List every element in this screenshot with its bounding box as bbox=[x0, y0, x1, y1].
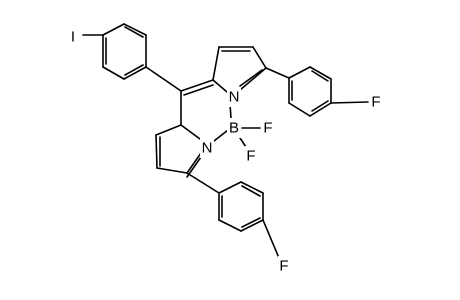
nitrogen-upper-label-mask bbox=[227, 87, 241, 107]
bond-line bbox=[212, 79, 228, 93]
bond-line bbox=[123, 23, 147, 36]
bond-line bbox=[183, 84, 214, 96]
bond-line bbox=[265, 67, 290, 79]
nitrogen-lower-label-mask bbox=[200, 138, 214, 158]
bond-line bbox=[156, 167, 188, 174]
iodine-atom-label: I bbox=[71, 29, 75, 46]
bond-line bbox=[186, 152, 202, 174]
atom-label-layer: I N N B F F F F bbox=[67, 27, 383, 276]
bond-line bbox=[102, 66, 125, 80]
fluorine-upper-phenyl-label-mask bbox=[370, 92, 383, 112]
nitrogen-lower-atom-label: N bbox=[202, 140, 213, 157]
iodine-label-mask bbox=[67, 27, 79, 47]
bond-line bbox=[309, 66, 332, 80]
fluorine-boron-lower-atom-label: F bbox=[246, 148, 255, 165]
fluorine-boron-right-label-mask bbox=[261, 118, 274, 138]
bond-line bbox=[123, 66, 147, 80]
fluorine-upper-phenyl-atom-label: F bbox=[371, 94, 380, 111]
fluorine-boron-right-atom-label: F bbox=[263, 120, 272, 137]
bond-line bbox=[262, 219, 280, 259]
bond-line bbox=[241, 217, 261, 228]
bond-line bbox=[186, 172, 220, 194]
bond-line bbox=[311, 70, 329, 82]
fluorine-lower-phenyl-atom-label: F bbox=[279, 258, 288, 275]
bond-line bbox=[155, 124, 182, 136]
bond-line bbox=[180, 79, 214, 92]
bond-line bbox=[213, 129, 229, 142]
bond-line bbox=[240, 181, 264, 194]
bond-line bbox=[309, 102, 332, 117]
fluorine-boron-lower-label-mask bbox=[245, 146, 258, 166]
bond-line bbox=[145, 66, 182, 92]
bond-line bbox=[239, 67, 267, 91]
bond-line bbox=[155, 134, 158, 169]
bond-line bbox=[330, 101, 369, 104]
bond-line bbox=[212, 46, 220, 81]
nitrogen-upper-atom-label: N bbox=[229, 89, 240, 106]
bond-line bbox=[239, 69, 263, 87]
bond-layer bbox=[82, 23, 369, 259]
boron-atom-label: B bbox=[229, 120, 239, 137]
fluorine-lower-phenyl-label-mask bbox=[278, 256, 291, 276]
bond-line bbox=[311, 100, 329, 112]
boron-label-mask bbox=[227, 118, 241, 138]
bond-line bbox=[124, 26, 144, 38]
bond-line bbox=[252, 46, 267, 69]
bond-line bbox=[124, 64, 144, 76]
bond-line bbox=[218, 219, 242, 232]
bond-line bbox=[288, 102, 311, 117]
bond-line bbox=[241, 185, 261, 197]
bond-line bbox=[218, 181, 242, 194]
bond-line bbox=[102, 23, 125, 36]
bond-line bbox=[240, 219, 264, 232]
bond-line bbox=[288, 66, 311, 79]
bond-line bbox=[180, 124, 201, 140]
